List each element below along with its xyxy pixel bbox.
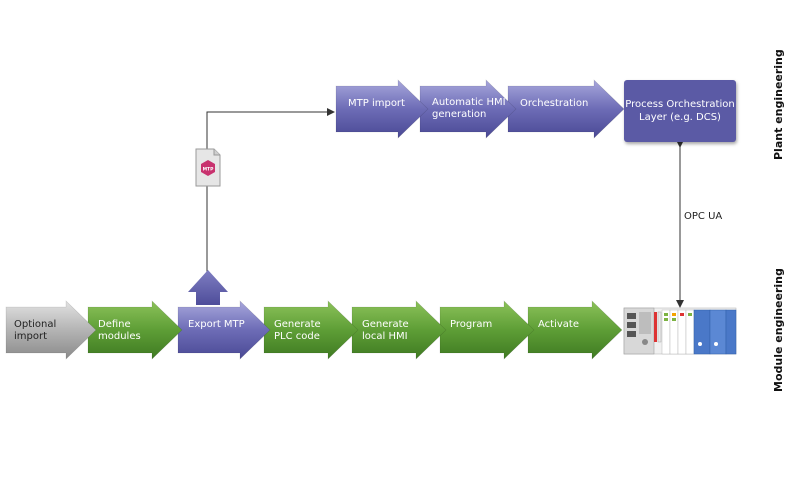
module-step-arrow-generate-local-hmi — [351, 300, 447, 360]
export-up-arrow — [188, 270, 228, 305]
module-step-arrow-generate-plc-code — [263, 300, 359, 360]
mtp-export-connector — [206, 108, 335, 272]
module-step-label-export-mtp: Export MTP — [188, 319, 245, 330]
module-step-label-generate-local-hmi: Generate local HMI — [362, 319, 409, 342]
process-orchestration-label: Process Orchestration Layer (e.g. DCS) — [625, 99, 735, 123]
module-step-arrow-optional-import — [5, 300, 97, 360]
plant-step-arrow-mtp-import — [335, 79, 429, 139]
plant-step-arrow-orchestration — [507, 79, 625, 139]
process-orchestration-box: Process Orchestration Layer (e.g. DCS) — [624, 80, 736, 142]
module-step-arrow-activate — [527, 300, 623, 360]
mtp-file-icon-label: MTP — [203, 167, 215, 173]
mtp-file-icon: MTP — [195, 148, 221, 187]
plant-engineering-label: Plant engineering — [772, 49, 785, 160]
plc-device-image — [623, 307, 737, 355]
module-step-label-program: Program — [450, 319, 493, 330]
opc-ua-label: OPC UA — [684, 211, 723, 222]
module-step-arrow-export-mtp — [177, 300, 271, 360]
module-step-arrow-define-modules — [87, 300, 183, 360]
module-step-label-activate: Activate — [538, 319, 579, 330]
plant-step-label-mtp-import: MTP import — [348, 98, 405, 109]
plant-step-label-automatic-hmi-generation: Automatic HMI generation — [432, 97, 506, 120]
module-engineering-arrows — [5, 300, 623, 360]
module-step-label-generate-plc-code: Generate PLC code — [274, 319, 321, 342]
plant-engineering-arrows — [335, 79, 625, 139]
plant-step-arrow-automatic-hmi-generation — [419, 79, 517, 139]
plant-step-label-orchestration: Orchestration — [520, 98, 589, 109]
module-step-label-define-modules: Define modules — [98, 319, 141, 342]
module-step-arrow-program — [439, 300, 535, 360]
module-engineering-label: Module engineering — [772, 268, 785, 392]
module-step-label-optional-import: Optional import — [14, 319, 57, 342]
